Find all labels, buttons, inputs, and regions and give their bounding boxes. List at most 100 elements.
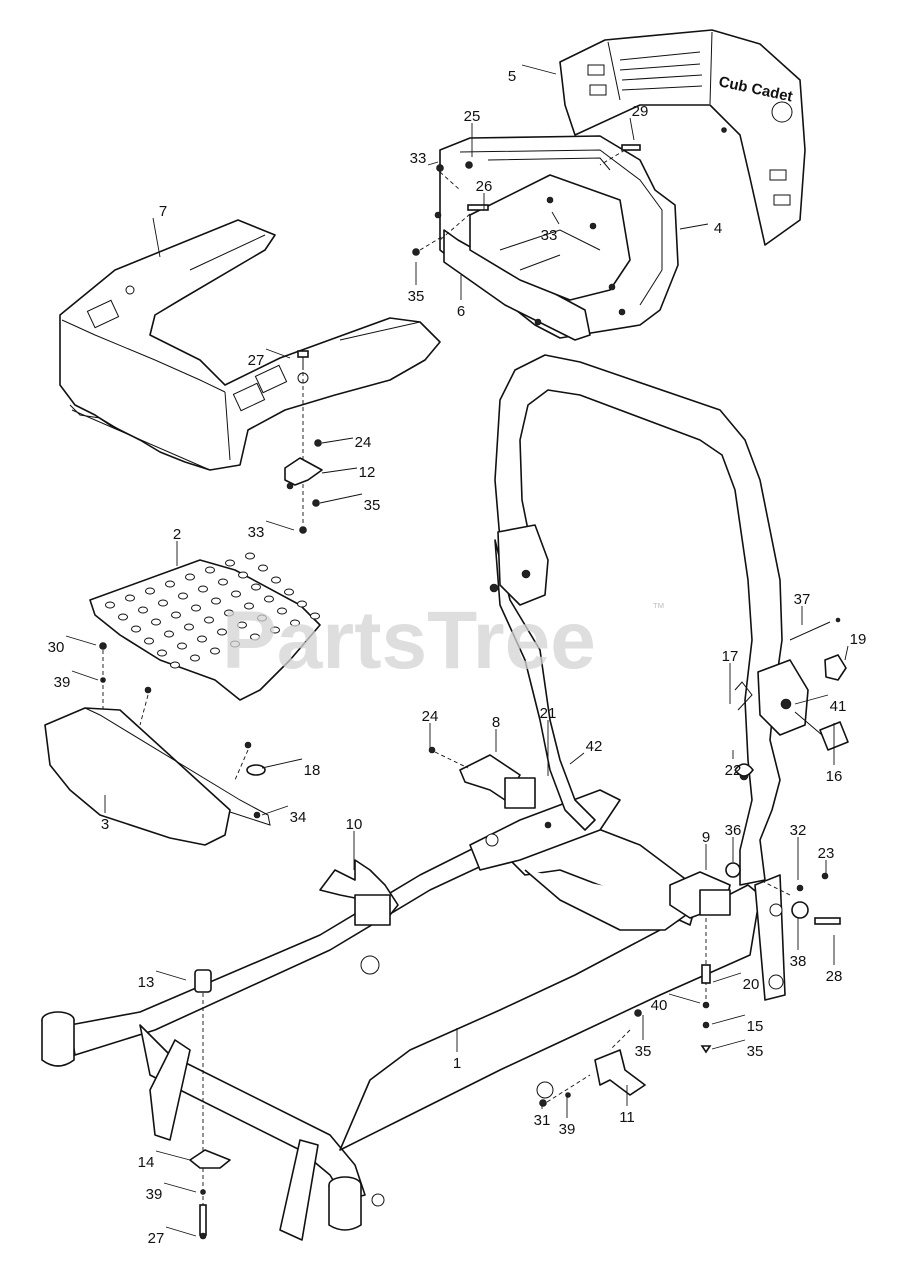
- plate-hole: [264, 595, 274, 603]
- callout-c2: 2: [173, 526, 181, 566]
- callout-c28: 28: [826, 935, 843, 985]
- plate-hole: [231, 590, 241, 598]
- callout-c19: 19: [844, 631, 866, 661]
- hardware-30-39: [99, 642, 107, 712]
- plate-hole: [138, 606, 148, 614]
- callout-c12: 12: [321, 464, 375, 481]
- callout-label: 25: [464, 108, 481, 125]
- callout-c8: 8: [492, 714, 500, 752]
- callout-c13: 13: [138, 970, 187, 991]
- hardware-25-29-33-26-35-top: [412, 144, 641, 256]
- callout-c31: 31: [534, 1105, 550, 1129]
- callout-leader: [163, 1182, 197, 1193]
- callout-leader: [427, 161, 439, 166]
- plate-hole: [204, 616, 214, 624]
- callout-leader: [71, 670, 99, 681]
- callout-label: 8: [492, 714, 500, 731]
- callout-c6: 6: [457, 275, 465, 320]
- callout-c14: 14: [138, 1150, 191, 1171]
- callout-label: 24: [355, 434, 372, 451]
- callout-label: 32: [790, 822, 807, 839]
- callout-c27b: 27: [148, 1226, 197, 1247]
- callout-c30: 30: [48, 635, 97, 656]
- watermark-tm: ™: [652, 600, 665, 615]
- callout-label: 33: [541, 227, 558, 244]
- callout-c21: 21: [540, 705, 556, 776]
- plate-hole: [151, 618, 161, 626]
- callout-leader: [152, 217, 161, 258]
- callout-label: 39: [559, 1121, 576, 1138]
- callout-leader: [629, 117, 635, 141]
- callout-label: 17: [722, 648, 739, 665]
- plate-hole: [277, 607, 287, 615]
- part-8-bracket: [428, 746, 552, 829]
- callout-c18: 18: [261, 758, 320, 779]
- callout-label: 39: [146, 1186, 163, 1203]
- plate-hole: [290, 619, 300, 627]
- callout-leader: [65, 635, 97, 646]
- plate-holes: [105, 552, 320, 669]
- callout-leader: [794, 694, 829, 705]
- callout-leader: [712, 972, 742, 983]
- callout-c41: 41: [794, 694, 847, 715]
- plate-hole: [251, 583, 261, 591]
- callout-label: 33: [410, 150, 427, 167]
- callout-label: 11: [619, 1109, 635, 1126]
- callout-c27a: 27: [248, 348, 291, 369]
- plate-hole: [190, 654, 200, 662]
- plate-hole: [245, 552, 255, 560]
- callout-c37: 37: [794, 591, 810, 625]
- plate-hole: [131, 625, 141, 633]
- callout-label: 41: [830, 698, 847, 715]
- callout-c39b: 39: [559, 1095, 576, 1138]
- callout-leader: [679, 223, 709, 230]
- callout-leader: [265, 520, 295, 531]
- plate-hole: [257, 614, 267, 622]
- callout-c42: 42: [569, 738, 602, 765]
- rops-hardware: [725, 617, 849, 925]
- part-11-bracket: [539, 1009, 646, 1107]
- callout-leader: [844, 645, 849, 661]
- callout-label: 28: [826, 968, 843, 985]
- callout-c17: 17: [722, 648, 739, 704]
- callout-label: 27: [248, 352, 265, 369]
- callout-label: 39: [54, 674, 71, 691]
- callout-c36: 36: [725, 822, 741, 862]
- callout-c20: 20: [712, 972, 759, 993]
- plate-hole: [171, 611, 181, 619]
- plate-hole: [225, 559, 235, 567]
- plate-hole: [270, 626, 280, 634]
- watermark-text: PartsTree: [222, 595, 596, 686]
- callout-label: 24: [422, 708, 439, 725]
- callout-c9: 9: [702, 829, 710, 870]
- callout-label: 1: [453, 1055, 461, 1072]
- callout-c3: 3: [101, 795, 109, 833]
- callout-c35c: 35: [635, 1015, 651, 1060]
- callout-label: 23: [818, 845, 835, 862]
- plate-hole: [144, 637, 154, 645]
- callout-c39c: 39: [146, 1182, 197, 1203]
- callout-leader: [261, 758, 303, 769]
- callout-leader: [321, 437, 354, 444]
- callout-label: 40: [651, 997, 668, 1014]
- callout-c40: 40: [651, 993, 701, 1014]
- plate-hole: [230, 640, 240, 648]
- callout-c33a: 33: [410, 150, 439, 167]
- callout-c7: 7: [152, 203, 167, 258]
- callout-c24b: 24: [422, 708, 439, 748]
- part-9-bracket: [669, 871, 731, 1054]
- callout-label: 15: [747, 1018, 764, 1035]
- plate-hole: [170, 661, 180, 669]
- part-1-main-frame: [41, 789, 761, 1241]
- callout-leader: [521, 64, 557, 75]
- plate-hole: [250, 633, 260, 641]
- callout-c38: 38: [790, 918, 806, 970]
- plate-hole: [157, 649, 167, 657]
- callout-label: 33: [248, 524, 265, 541]
- plate-hole: [177, 642, 187, 650]
- callout-c33b: 33: [541, 211, 560, 244]
- callout-c22: 22: [725, 750, 741, 779]
- callout-c29: 29: [629, 103, 648, 141]
